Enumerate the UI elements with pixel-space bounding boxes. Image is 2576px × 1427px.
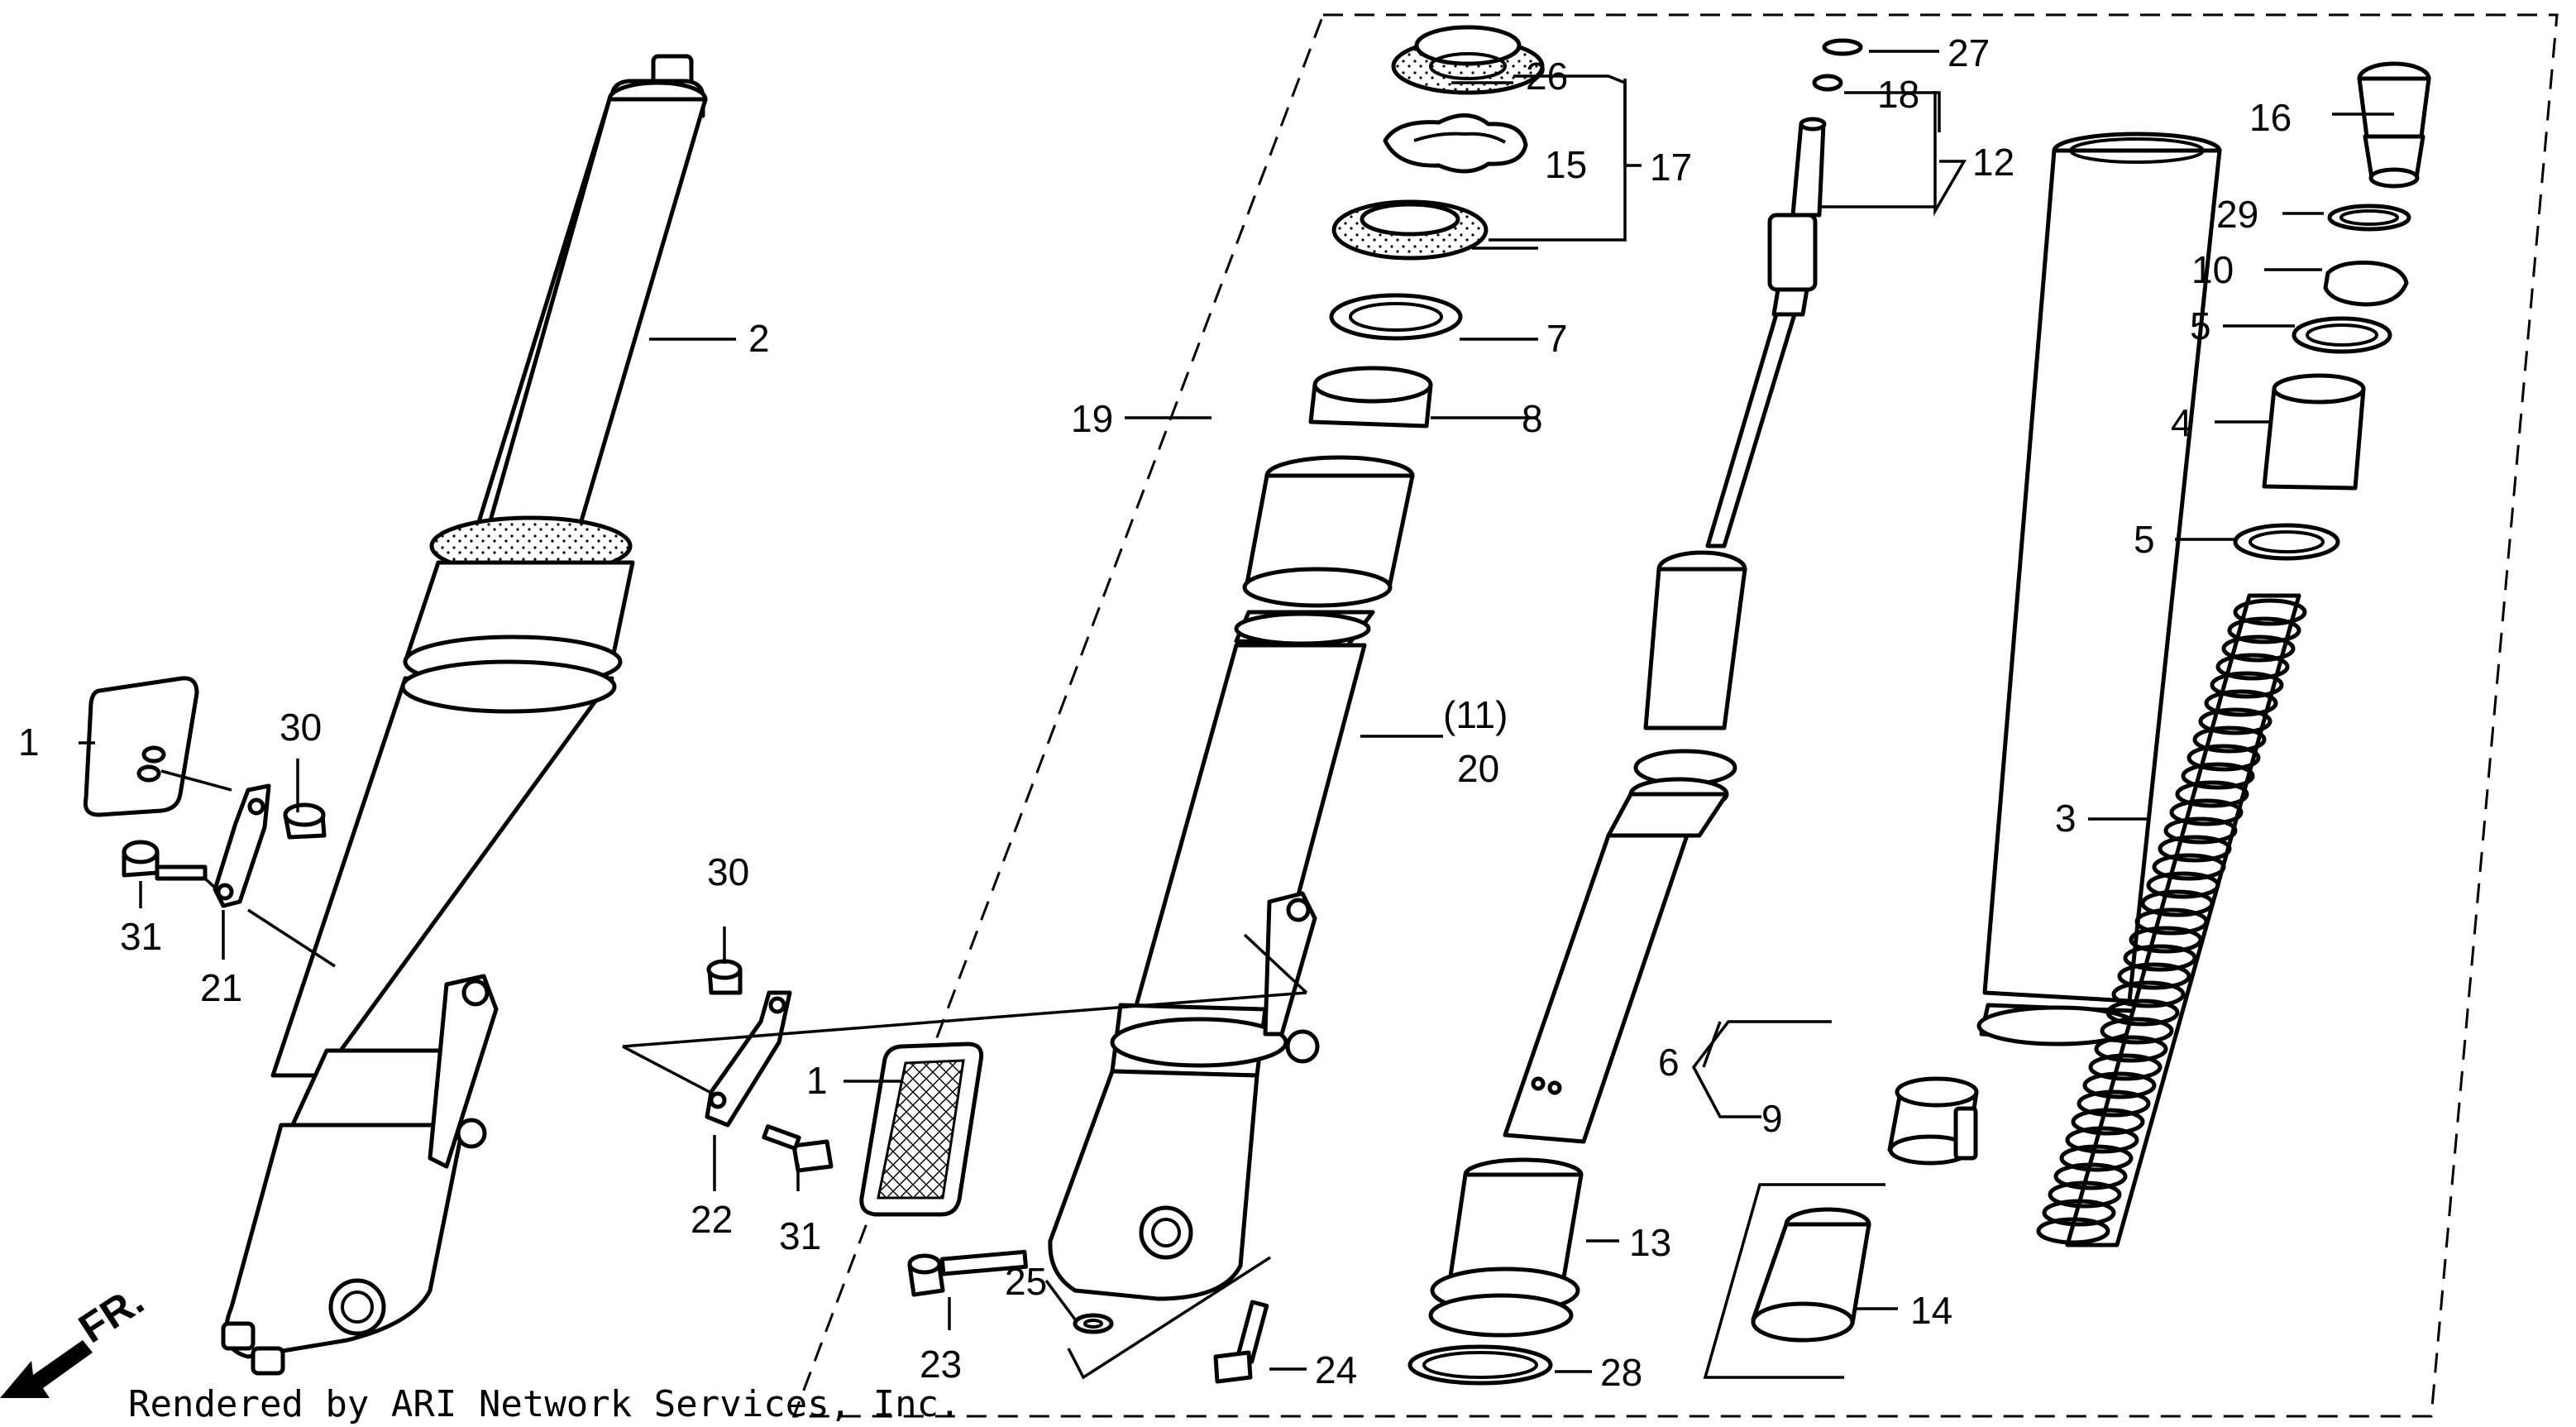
callout-label: 3	[2055, 797, 2077, 840]
callout-label: 8	[1522, 397, 1543, 440]
callout-label: 28	[1600, 1351, 1642, 1394]
callout-label: (11)	[1443, 693, 1508, 736]
front-direction-arrow: FR.	[0, 1276, 152, 1398]
callout-label: 30	[280, 706, 322, 749]
callout-label: 17	[1650, 146, 1692, 189]
kit-group-outline	[791, 13, 2559, 1418]
callout-label: 29	[2216, 193, 2258, 236]
callout-label: 21	[200, 966, 242, 1009]
render-credit: Rendered by ARI Network Services, Inc.	[128, 1383, 961, 1425]
assembled-fork-leg	[221, 54, 708, 1376]
callout-label: 23	[920, 1343, 962, 1386]
callout-label: 5	[2190, 304, 2211, 347]
callout-label: 31	[120, 915, 162, 958]
callout-label: 13	[1629, 1221, 1671, 1264]
callout-label: 1	[806, 1059, 828, 1102]
callout-label: 4	[2171, 401, 2192, 444]
callout-label: 2	[748, 317, 770, 360]
callout-label: 14	[1910, 1289, 1952, 1332]
spring-top-parts	[2233, 61, 2431, 561]
seal-stack	[1308, 25, 1545, 429]
outer-tube-assembly	[1048, 455, 1415, 1301]
callout-label: 5	[2134, 518, 2155, 561]
base-valve	[1407, 1157, 1584, 1386]
callout-label: 10	[2191, 248, 2234, 291]
callout-label: 27	[1948, 31, 1990, 74]
callout-label: 18	[1877, 73, 1919, 116]
callout-label: 16	[2249, 96, 2292, 139]
callout-labels: 2 1 30 31 21 30 1 22 31 23 25 24 19 (11)…	[18, 31, 2292, 1394]
callout-label: 20	[1457, 747, 1499, 790]
callout-label: 19	[1071, 397, 1113, 440]
left-reflector-assembly	[83, 676, 336, 968]
callout-label: 24	[1315, 1348, 1357, 1391]
callout-label: 31	[779, 1214, 821, 1257]
callout-label: 22	[691, 1198, 733, 1241]
damper-cartridge	[1503, 38, 1863, 1144]
middle-reflector-assembly	[622, 933, 1308, 1217]
fork-spring	[2036, 593, 2307, 1247]
callout-label: 26	[1526, 55, 1568, 98]
callout-label: 1	[18, 721, 40, 764]
callout-label: 12	[1972, 141, 2014, 184]
callout-label: 30	[707, 850, 749, 893]
callout-label: 6	[1658, 1041, 1680, 1084]
callout-label: 9	[1761, 1097, 1783, 1140]
callout-label: 15	[1545, 143, 1587, 186]
leader-lines	[79, 50, 2394, 1373]
bottom-bolts	[907, 1249, 1271, 1384]
callout-label: 25	[1005, 1260, 1047, 1303]
slide-bushing-14	[1703, 1183, 1885, 1379]
callout-label: 7	[1546, 317, 1568, 360]
